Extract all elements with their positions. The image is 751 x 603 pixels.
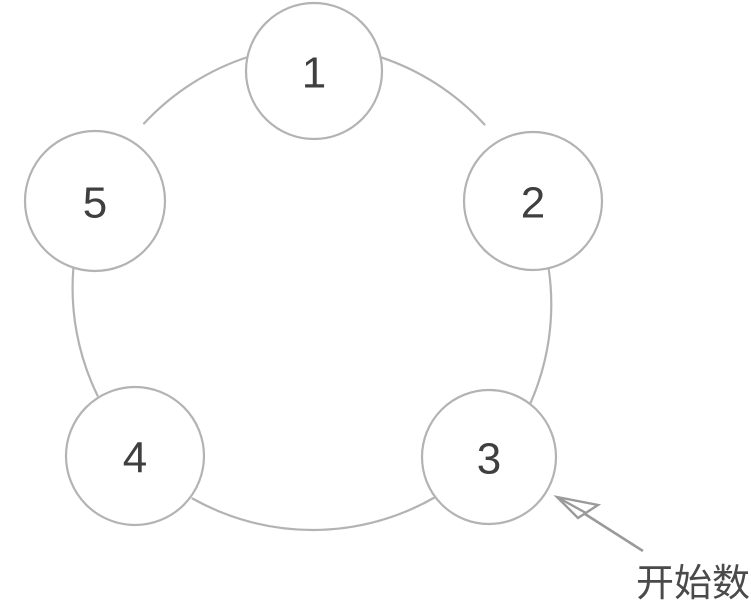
node-5-circle[interactable] [23, 129, 167, 273]
node-1[interactable]: 1 [244, 1, 384, 141]
node-4-label: 4 [123, 434, 147, 483]
node-4-circle[interactable] [64, 385, 206, 527]
ring-nodes: 1 2 3 4 5 [23, 1, 604, 527]
edge-3-4 [191, 496, 436, 532]
node-1-label: 1 [302, 49, 326, 98]
edge-5-1 [142, 55, 251, 125]
arrow-head-inner-line [556, 495, 587, 515]
node-3-label: 3 [477, 435, 501, 484]
arrow-head-icon [553, 495, 602, 520]
edge-4-5 [71, 265, 99, 397]
node-2-label: 2 [521, 179, 545, 228]
annotation-label: 开始数 [636, 561, 750, 603]
arrow-shaft-line [584, 512, 644, 553]
edge-2-3 [526, 266, 553, 411]
node-2[interactable]: 2 [462, 130, 604, 272]
ring-edges [71, 55, 553, 532]
edge-1-2 [377, 55, 486, 126]
annotation-arrow [553, 495, 644, 553]
node-3-circle[interactable] [420, 388, 558, 526]
node-5[interactable]: 5 [23, 129, 167, 273]
node-5-label: 5 [83, 179, 107, 228]
node-2-circle[interactable] [462, 130, 604, 272]
node-1-circle[interactable] [244, 1, 384, 141]
node-4[interactable]: 4 [64, 385, 206, 527]
node-3[interactable]: 3 [420, 388, 558, 526]
